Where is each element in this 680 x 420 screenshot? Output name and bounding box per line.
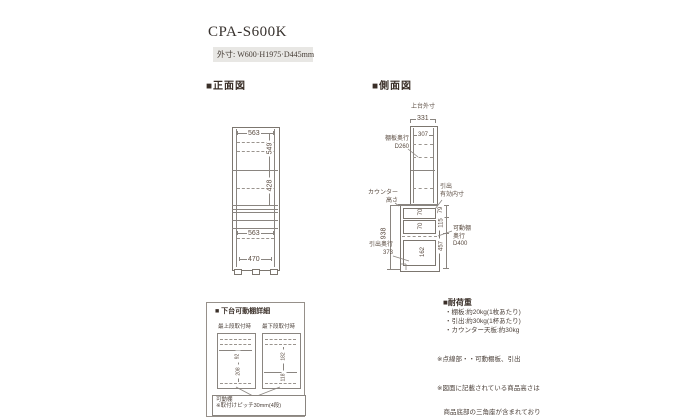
dim-tick-h	[443, 205, 449, 206]
dim-drawer-width: 563	[247, 230, 261, 237]
dim-middle-height: 428	[266, 177, 274, 194]
counter-line	[232, 212, 278, 213]
front-view-drawing: 563 549 428 563 470	[232, 127, 280, 277]
drawer-inner-text2: 有効内寸	[440, 191, 465, 198]
dashed-line	[220, 383, 251, 384]
shelf-dashed-line	[237, 188, 274, 189]
divider-line	[232, 170, 278, 171]
movable-shelf-dashed-line	[402, 236, 437, 237]
dim-tick	[273, 131, 274, 135]
dashed-line	[220, 344, 251, 345]
shelf-dashed-line	[237, 151, 274, 152]
dim-tick-h	[387, 269, 400, 270]
shelf-depth-text: 棚板奥行	[384, 136, 409, 142]
movable-shelf-text1: 可動棚	[453, 226, 472, 232]
dim-tick-h	[443, 268, 449, 269]
dim-line-counter-height	[390, 205, 391, 270]
load-item-drawer: ・引出:約30kg(1杯あたり)	[445, 318, 521, 325]
callout-leader-lines	[235, 386, 281, 397]
side-view-drawing: 上台外寸 331 307 棚板奥行 D260 引出 有効内寸 70 7	[365, 100, 477, 280]
movable-shelf-detail-box: ■ 下台可動棚詳細 最上段取付時 最下段取付時 92 208 182 118	[206, 302, 306, 417]
dim-upper-inner-width: 307	[417, 132, 430, 138]
dim-line-right-chain	[446, 205, 447, 269]
movable-shelf-dashed-line	[237, 238, 274, 239]
back-panel-line	[413, 128, 414, 203]
counter-line	[232, 220, 278, 221]
drawer-3	[403, 240, 436, 266]
dim-tick	[239, 257, 240, 261]
movable-shelf-depth-label: 可動棚 奥行 D400	[453, 226, 471, 249]
dim-base-width: 470	[247, 256, 261, 263]
drawer-depth-label: 引出奥行 373	[365, 242, 393, 257]
counter-height-text2: 高さ	[385, 197, 398, 204]
counter-top-line	[398, 204, 440, 206]
foot	[270, 269, 278, 275]
upper-outer-caption: 上台外寸	[410, 104, 435, 110]
shelf-line	[264, 372, 297, 373]
front-view-label: ■正面図	[206, 81, 247, 92]
drawer-2	[403, 220, 436, 234]
dim-tick	[237, 131, 238, 135]
foot	[234, 269, 242, 275]
drawer-inner-label: 引出 有効内寸	[440, 184, 464, 199]
load-capacity-list: ・棚板:約20kg(1枚あたり) ・引出:約30kg(1杯あたり) ・カウンター…	[445, 308, 521, 335]
drawer-top-line	[232, 228, 278, 229]
shelf-depth-label: 棚板奥行 D260	[379, 136, 409, 151]
load-item-shelf: ・棚板:約20kg(1枚あたり)	[445, 309, 521, 316]
load-item-counter: ・カウンター天板:約30kg	[445, 327, 520, 334]
dotted-line-note: ※点線部・・可動棚板、引出	[437, 356, 521, 363]
left-side-panel-line	[236, 129, 237, 267]
dim-upper-height: 549	[266, 140, 274, 157]
drawer-inner-text1: 引出	[440, 184, 453, 190]
shelf-dashed-line	[413, 188, 433, 189]
movable-shelf-text3: D400	[453, 241, 468, 247]
height-note-line: ※図面に記載されている商品高さは	[437, 385, 540, 392]
callout-text1: 可動棚	[216, 397, 233, 403]
dim-tick	[273, 231, 274, 235]
detail-diagram-top-position: 92 208	[217, 333, 256, 389]
detail-right-caption: 最下段取付時	[262, 324, 296, 330]
detail-title: ■ 下台可動棚詳細	[215, 308, 271, 315]
dim-line	[283, 347, 284, 382]
drawer-1	[403, 208, 436, 219]
load-capacity-title: ■耐荷重	[443, 298, 472, 307]
shelf-depth-value: D260	[394, 143, 409, 150]
dim-tick	[435, 119, 436, 123]
shelf-dashed-line	[237, 142, 274, 143]
height-note: ※図面に記載されている商品高さは 商品底部の三角座が含まれており ません。 実際…	[437, 369, 542, 420]
dim-drawer-depth: 373	[382, 249, 393, 256]
dim-tick-h	[390, 205, 400, 206]
counter-line	[232, 209, 278, 210]
counter-line	[232, 205, 278, 206]
shelf-dashed-line	[413, 144, 433, 145]
dim-tick-h	[443, 217, 449, 218]
dim-upper-width: 331	[416, 115, 430, 122]
drawer-depth-text: 引出奥行	[368, 242, 393, 248]
product-code-title: CPA-S600K	[208, 24, 287, 40]
dashed-line	[265, 344, 296, 345]
dim-tick	[237, 231, 238, 235]
foot	[252, 269, 260, 275]
shelf-dashed-line	[413, 157, 433, 158]
detail-left-caption: 最上段取付時	[218, 324, 252, 330]
outer-dimensions-box: 外寸: W600·H1975·D445mm	[213, 47, 314, 62]
dashed-line	[265, 339, 296, 340]
dashed-line	[265, 383, 296, 384]
dim-tick	[410, 119, 411, 123]
side-view-label: ■側面図	[372, 81, 413, 92]
counter-height-label: カウンター 高さ	[367, 190, 398, 205]
height-note-line: 商品底部の三角座が含まれており	[437, 409, 541, 416]
detail-diagram-bottom-position: 182 118	[262, 333, 301, 389]
callout-text2: ※取付けピッチ30mm(4段)	[216, 403, 282, 409]
right-side-panel-line	[274, 129, 275, 267]
front-panel-line	[433, 128, 434, 203]
movable-shelf-text2: 奥行	[453, 233, 466, 240]
dim-top-width: 563	[247, 130, 261, 137]
callout-box: 可動棚 ※取付けピッチ30mm(4段)	[212, 395, 306, 416]
counter-height-text1: カウンター	[367, 190, 398, 196]
leader-lines	[392, 148, 453, 270]
fixed-shelf-line	[411, 170, 435, 171]
dashed-line	[220, 339, 251, 340]
dim-tick	[271, 257, 272, 261]
